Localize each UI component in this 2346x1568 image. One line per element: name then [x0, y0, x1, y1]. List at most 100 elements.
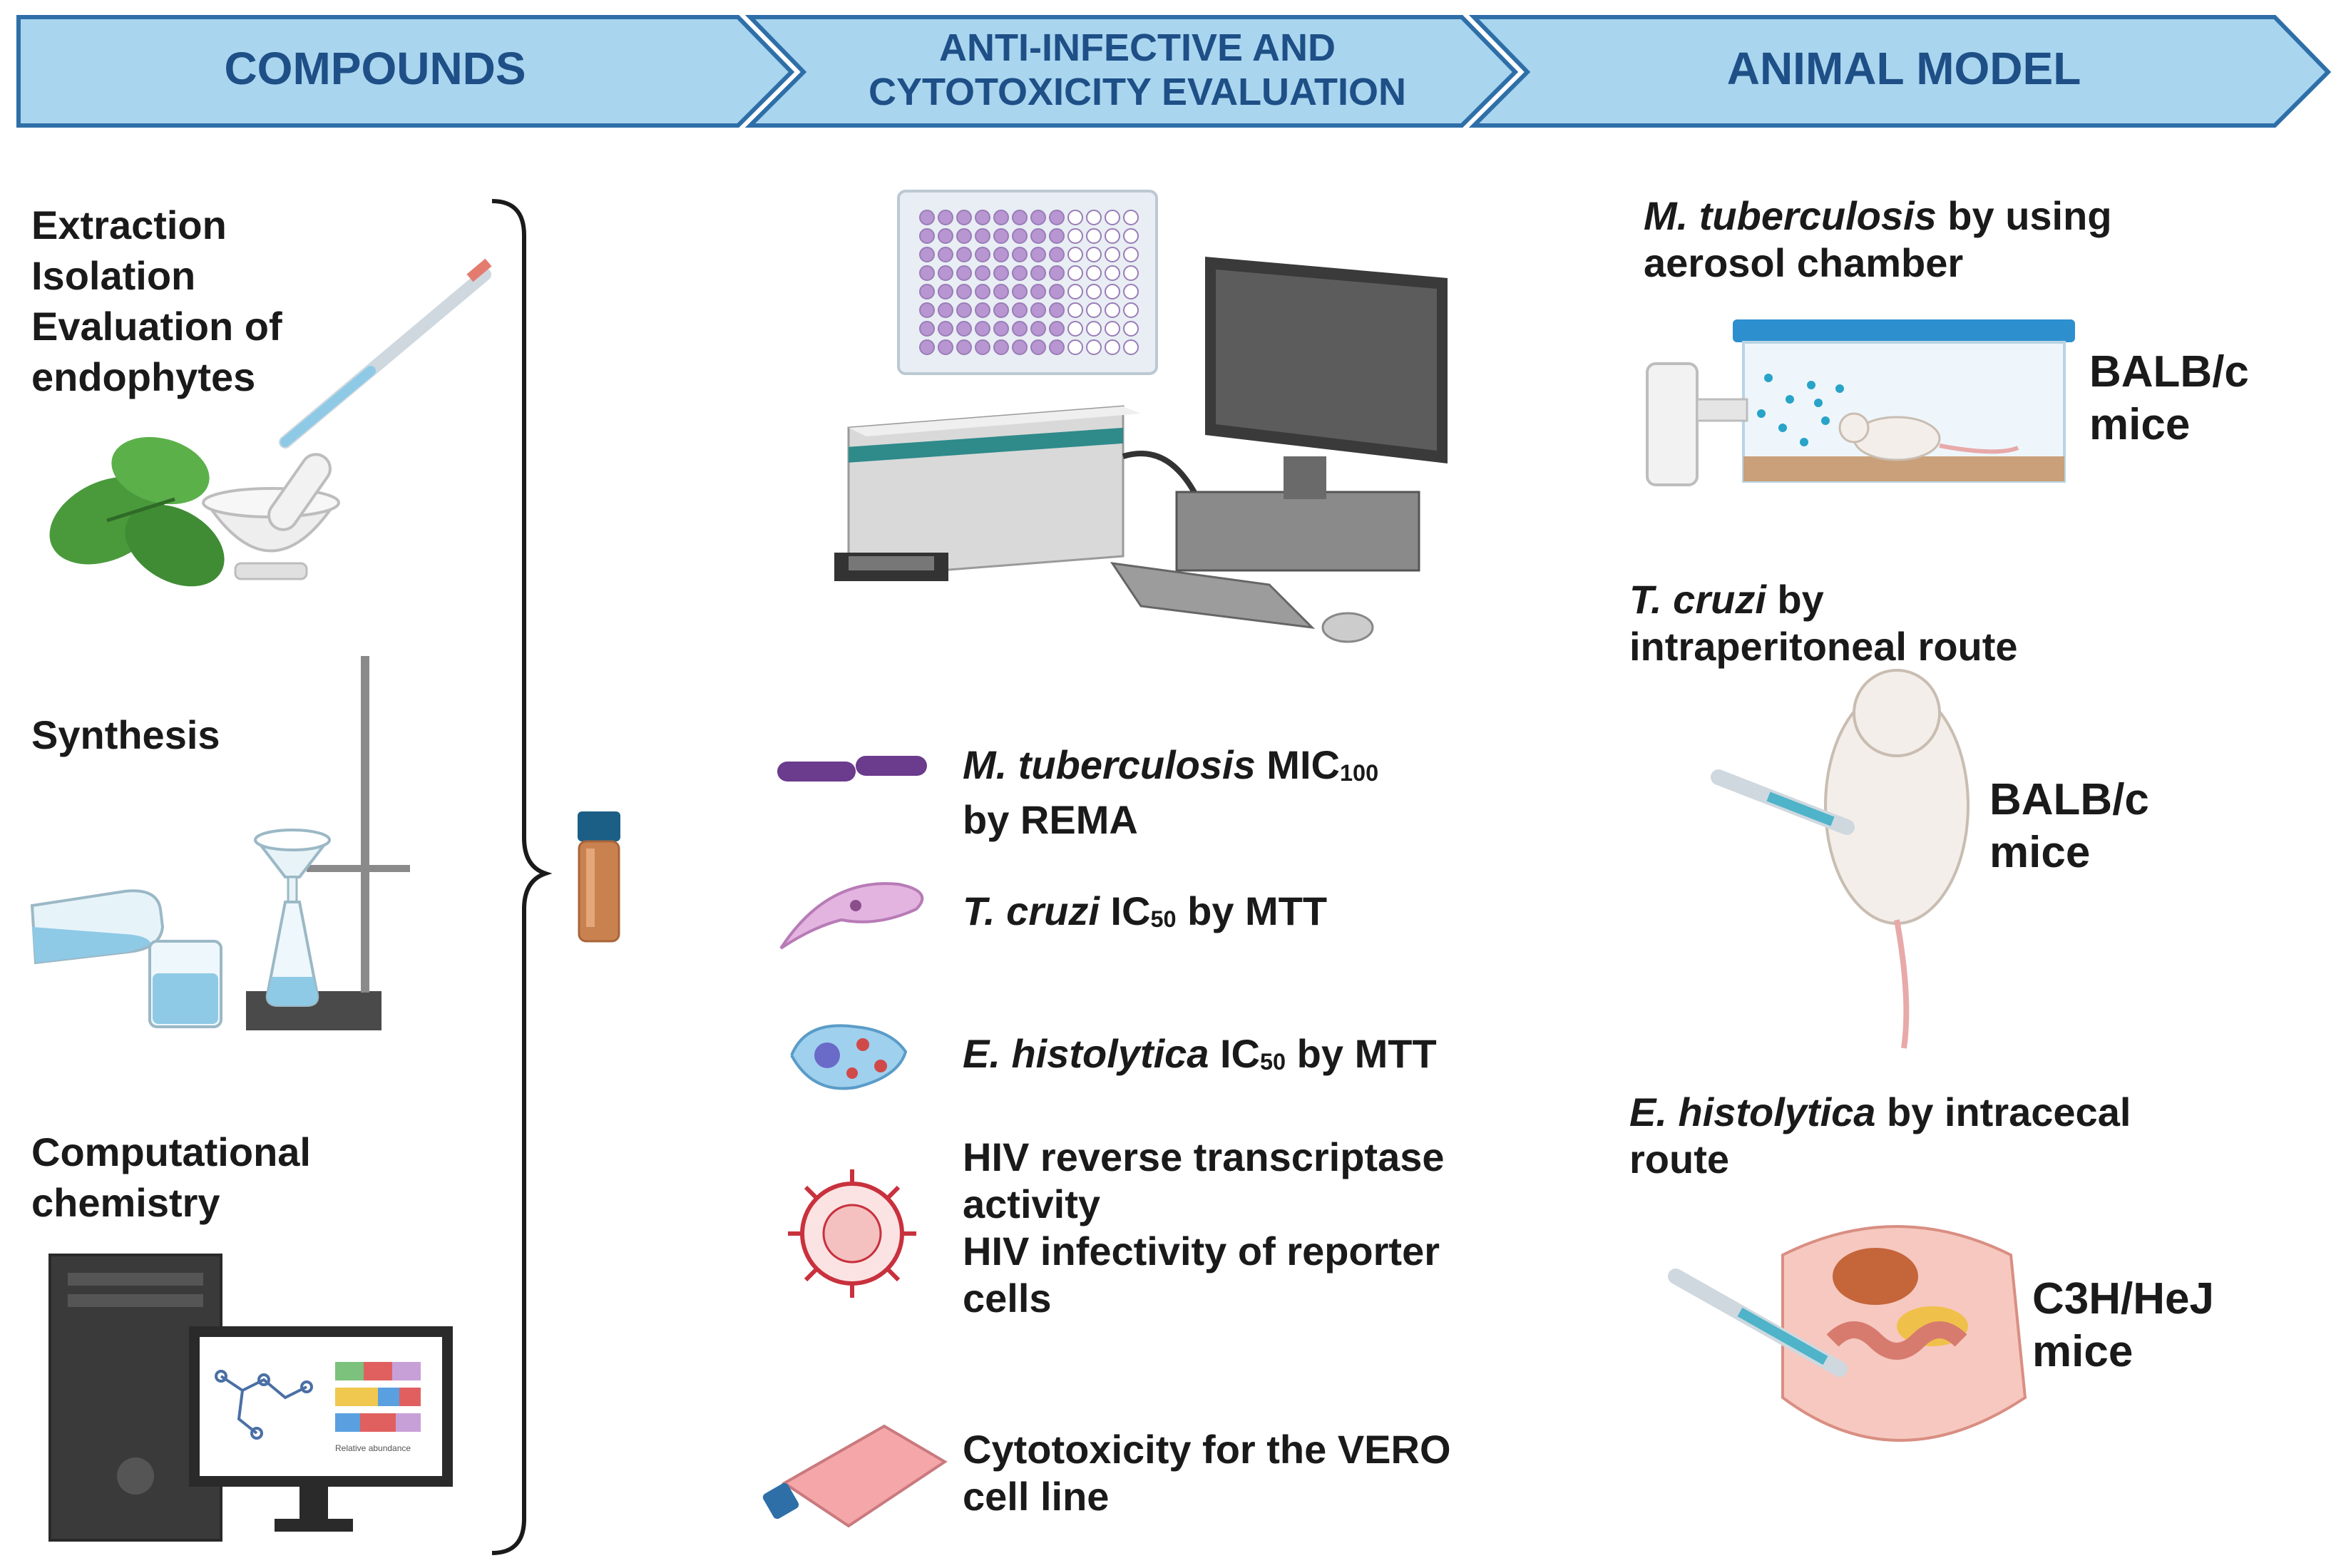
amoeba-icon — [790, 1024, 908, 1090]
animal-tcruzi-method: by — [1766, 577, 1824, 622]
plate-well — [1123, 321, 1139, 337]
plate-well — [1049, 284, 1065, 299]
plate-well — [1105, 284, 1120, 299]
eval-hiv-line4: cells — [963, 1276, 1052, 1321]
plate-well — [1123, 284, 1139, 299]
plate-well — [993, 339, 1009, 355]
eval-ehisto-organism: E. histolytica — [963, 1031, 1209, 1076]
animal-ehisto-strain: C3H/HeJ — [2032, 1274, 2214, 1323]
plate-well — [1012, 210, 1028, 225]
plate-well — [1030, 339, 1046, 355]
plate-well — [1086, 247, 1102, 262]
plate-well — [956, 265, 972, 281]
plate-well — [919, 321, 935, 337]
plate-well — [919, 265, 935, 281]
plate-well — [975, 321, 990, 337]
plate-well — [1123, 210, 1139, 225]
plate-well — [956, 210, 972, 225]
plate-well — [956, 321, 972, 337]
plate-well — [1049, 302, 1065, 318]
plate-well — [1012, 321, 1028, 337]
plate-well — [975, 284, 990, 299]
workstation-icon — [48, 1254, 453, 1542]
plate-well — [1067, 228, 1083, 244]
plate-well — [938, 339, 953, 355]
evaluation-of-label: Evaluation of — [31, 304, 282, 349]
plate-well — [1067, 210, 1083, 225]
animal-ehisto-mice: C3H/HeJ mice — [2032, 1273, 2214, 1378]
aerosol-chamber-icon — [1646, 319, 2075, 486]
plate-well — [1012, 228, 1028, 244]
plate-well — [919, 339, 935, 355]
plate-well — [919, 228, 935, 244]
plate-reader-icon — [834, 405, 1201, 581]
well-plate-icon — [897, 190, 1158, 375]
computational-label: Computational — [31, 1129, 311, 1174]
eval-hiv-line2: activity — [963, 1182, 1100, 1226]
vial-icon — [578, 811, 620, 943]
plate-well — [938, 302, 953, 318]
eval-mtb-assay: MIC — [1255, 742, 1340, 787]
plate-well — [938, 210, 953, 225]
bar-chart-icon — [335, 1362, 421, 1432]
plate-well — [1105, 265, 1120, 281]
pipette-icon — [279, 258, 492, 449]
plate-well — [938, 265, 953, 281]
plate-well — [1030, 210, 1046, 225]
bacillus-icon — [777, 756, 927, 782]
plate-well — [1086, 228, 1102, 244]
animal-mtb-organism: M. tuberculosis — [1644, 193, 1937, 238]
animal-tcruzi-mice: BALB/c mice — [1989, 774, 2149, 879]
trypanosome-icon — [779, 882, 924, 950]
screen-axis-label: Relative abundance — [335, 1443, 411, 1453]
aerosol-droplet — [1835, 384, 1844, 393]
animal-ehisto-method: by intracecal — [1875, 1090, 2131, 1134]
banner-evaluation — [744, 15, 1519, 128]
animal-mtb-strain: BALB/c — [2089, 347, 2249, 396]
animal-tcruzi-mice-label: mice — [1989, 828, 2091, 877]
plate-well — [975, 210, 990, 225]
animal-tcruzi-strain: BALB/c — [1989, 775, 2149, 824]
computational-chemistry-label: Computational chemistry — [31, 1127, 311, 1228]
plate-well — [1123, 247, 1139, 262]
animal-mtb: M. tuberculosis by using aerosol chamber — [1644, 193, 2112, 287]
header-evaluation-line1: ANTI-INFECTIVE AND — [939, 26, 1336, 69]
plate-well — [1049, 265, 1065, 281]
eval-tcruzi-organism: T. cruzi — [963, 888, 1100, 933]
extraction-label: Extraction — [31, 203, 227, 247]
eval-tcruzi-assay: IC — [1099, 888, 1151, 933]
monitor-icon — [1110, 257, 1448, 643]
plate-well — [1123, 302, 1139, 318]
culture-flask-icon — [762, 1424, 948, 1528]
plate-well — [993, 321, 1009, 337]
plate-well — [956, 339, 972, 355]
plate-well — [993, 284, 1009, 299]
header-evaluation-label: ANTI-INFECTIVE AND CYTOTOXICITY EVALUATI… — [799, 26, 1476, 114]
plate-well — [993, 228, 1009, 244]
eval-ehisto: E. histolytica IC50 by MTT — [963, 1030, 1437, 1085]
eval-hiv: HIV reverse transcriptase activity HIV i… — [963, 1134, 1445, 1322]
plate-well — [1105, 302, 1120, 318]
plate-well — [1030, 321, 1046, 337]
plate-well — [1123, 265, 1139, 281]
synthesis-label: Synthesis — [31, 712, 220, 757]
plate-well — [1067, 302, 1083, 318]
plate-well — [1012, 302, 1028, 318]
animal-tcruzi: T. cruzi by intraperitoneal route — [1629, 576, 2018, 670]
extraction-list: Extraction Isolation Evaluation of endop… — [31, 200, 282, 402]
mortar-pestle-icon — [202, 453, 340, 580]
aerosol-droplet — [1821, 416, 1830, 425]
plate-well — [1086, 321, 1102, 337]
header-evaluation-line2: CYTOTOXICITY EVALUATION — [868, 71, 1407, 113]
plate-well — [956, 302, 972, 318]
animal-tcruzi-line2: intraperitoneal route — [1629, 624, 2018, 669]
eval-vero: Cytotoxicity for the VERO cell line — [963, 1426, 1451, 1520]
animal-mtb-line2: aerosol chamber — [1644, 240, 1964, 285]
plate-well — [993, 302, 1009, 318]
hiv-virus-icon — [788, 1169, 916, 1298]
animal-ehisto-organism: E. histolytica — [1629, 1090, 1876, 1134]
header-animal-model-label: ANIMAL MODEL — [1726, 43, 2081, 94]
plate-well — [1105, 321, 1120, 337]
eval-tcruzi: T. cruzi IC50 by MTT — [963, 888, 1327, 943]
